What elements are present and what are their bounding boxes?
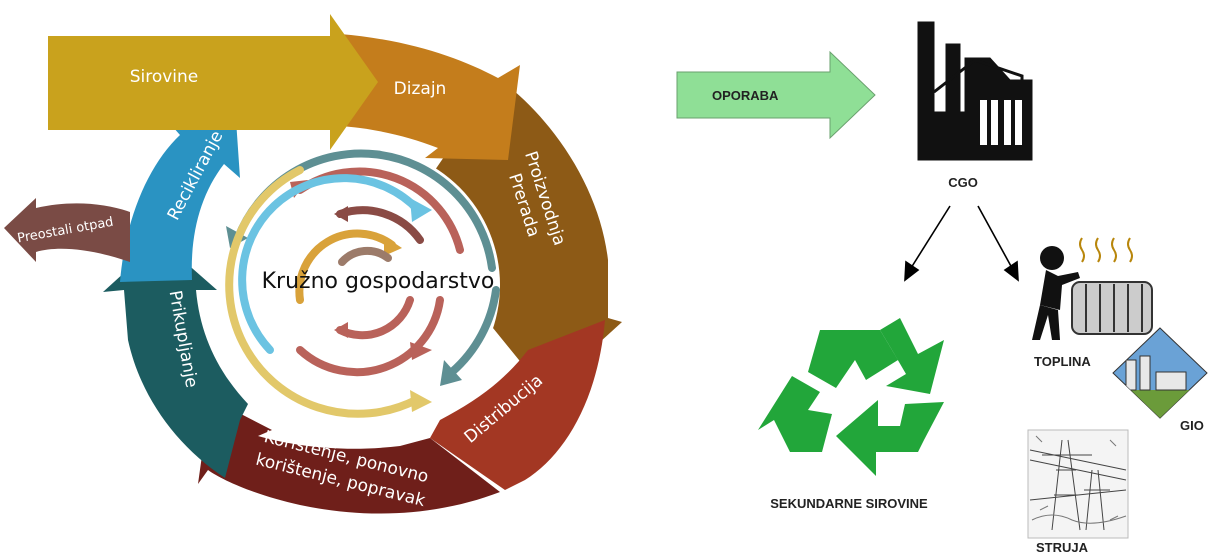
cgo-label: CGO [948,175,978,190]
recovery-diagram: OPORABA CGO SEKUNDARNE SIROVINE [676,21,1208,555]
split-arrows [904,205,1019,282]
distribucija-segment [430,320,605,490]
electricity-icon [1027,429,1129,539]
sirovine-label: Sirovine [130,67,199,87]
factory-icon [917,21,1033,161]
toplina-label: TOPLINA [1034,354,1091,369]
recikliranje-segment [120,105,240,282]
inner-disk [224,147,500,423]
gio-label: GIO [1180,418,1204,433]
struja-label: STRUJA [1036,540,1089,555]
preostali-otpad-arrow [4,198,130,262]
sekundarne-sirovine-label: SEKUNDARNE SIROVINE [770,496,928,511]
inner-swirl-arrows [225,149,500,418]
heating-icon [1032,237,1153,340]
sirovine-segment [48,14,378,150]
oporaba-arrow [676,50,876,140]
center-title: Kružno gospodarstvo [262,269,495,294]
oporaba-label: OPORABA [712,88,779,103]
power-plant-icon [1112,327,1208,419]
koristenje-segment [198,398,500,514]
dizajn-label: Dizajn [394,79,447,99]
dizajn-segment [340,34,520,160]
circular-economy-diagram: Kružno gospodarstvo Sirovine Dizajn Proi… [4,14,622,514]
prikupljanje-segment [103,240,248,478]
recycle-icon [758,318,944,476]
